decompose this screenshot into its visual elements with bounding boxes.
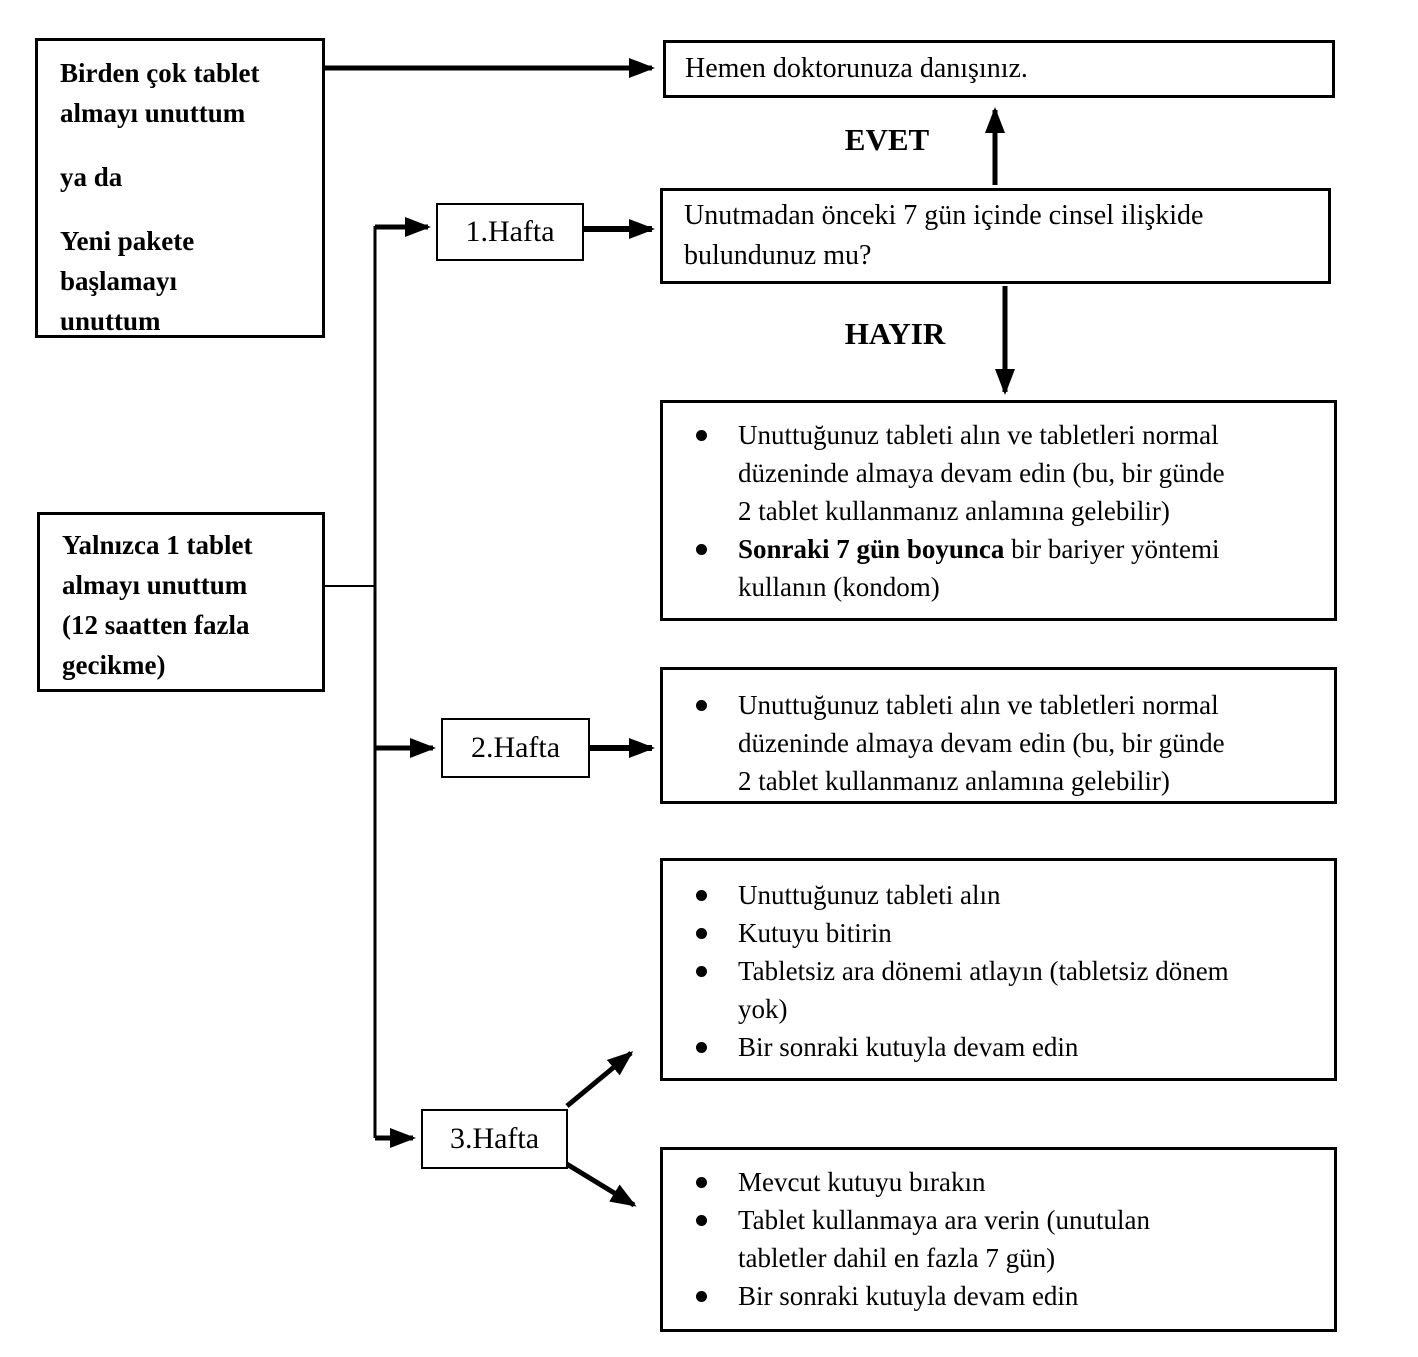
box-forgot-multiple-tablets: Birden çok tablet almayı unuttum ya da Y… — [35, 38, 325, 338]
box-advice-week3-stop: Mevcut kutuyu bırakın Tablet kullanmaya … — [660, 1147, 1337, 1332]
arrow-week3-to-stop-advice — [563, 1160, 637, 1208]
box-advice-week2: Unuttuğunuz tableti alın ve tabletleri n… — [660, 667, 1337, 804]
box-advice-week3-continue: Unuttuğunuz tableti alın Kutuyu bitirin … — [660, 858, 1337, 1081]
forgot-new-pack-text: Yeni pakete başlamayı unuttum — [60, 226, 195, 336]
arrow-week3-to-continue-advice — [565, 1051, 634, 1108]
advice-week1-list: Unuttuğunuz tableti alın ve tabletleri n… — [663, 403, 1334, 606]
advice-week2-list: Unuttuğunuz tableti alın ve tabletleri n… — [663, 670, 1334, 800]
list-item: Bir sonraki kutuyla devam edin — [663, 1277, 1306, 1315]
week1-label: 1.Hafta — [465, 215, 555, 248]
list-item: Tablet kullanmaya ara verin (unutulan ta… — [663, 1201, 1306, 1277]
list-item: Tabletsiz ara dönemi atlayın (tabletsiz … — [663, 952, 1306, 1028]
box-advice-week1: Unuttuğunuz tableti alın ve tabletleri n… — [660, 400, 1337, 621]
list-item: Unuttuğunuz tableti alın ve tabletleri n… — [663, 686, 1306, 800]
box-consult-doctor: Hemen doktorunuza danışınız. — [663, 40, 1335, 98]
list-item: Sonraki 7 gün boyunca bir bariyer yöntem… — [663, 530, 1306, 606]
list-item: Kutuyu bitirin — [663, 914, 1306, 952]
list-item: Unuttuğunuz tableti alın — [663, 876, 1306, 914]
week2-label: 2.Hafta — [470, 731, 561, 764]
label-hayir: HAYIR — [844, 316, 946, 351]
list-item: Bir sonraki kutuyla devam edin — [663, 1028, 1306, 1066]
box-question-intercourse: Unutmadan önceki 7 gün içinde cinsel ili… — [660, 188, 1331, 284]
list-item: Mevcut kutuyu bırakın — [663, 1163, 1306, 1201]
list-item: Unuttuğunuz tableti alın ve tabletleri n… — [663, 416, 1306, 530]
forgot-multiple-text: Birden çok tablet almayı unuttum — [60, 58, 260, 128]
box-week3: 3.Hafta — [421, 1109, 568, 1169]
advice-week3-stop-list: Mevcut kutuyu bırakın Tablet kullanmaya … — [663, 1150, 1334, 1315]
forgot-single-text: Yalnızca 1 tablet almayı unuttum (12 saa… — [62, 530, 253, 680]
box-week2: 2.Hafta — [441, 718, 590, 778]
box-forgot-single-tablet: Yalnızca 1 tablet almayı unuttum (12 saa… — [37, 512, 325, 692]
box-week1: 1.Hafta — [436, 203, 584, 261]
or-text: ya da — [60, 162, 123, 192]
week3-label: 3.Hafta — [449, 1122, 540, 1155]
consult-doctor-text: Hemen doktorunuza danışınız. — [685, 53, 1028, 84]
label-evet: EVET — [844, 122, 930, 157]
advice-week3-continue-list: Unuttuğunuz tableti alın Kutuyu bitirin … — [663, 861, 1334, 1066]
